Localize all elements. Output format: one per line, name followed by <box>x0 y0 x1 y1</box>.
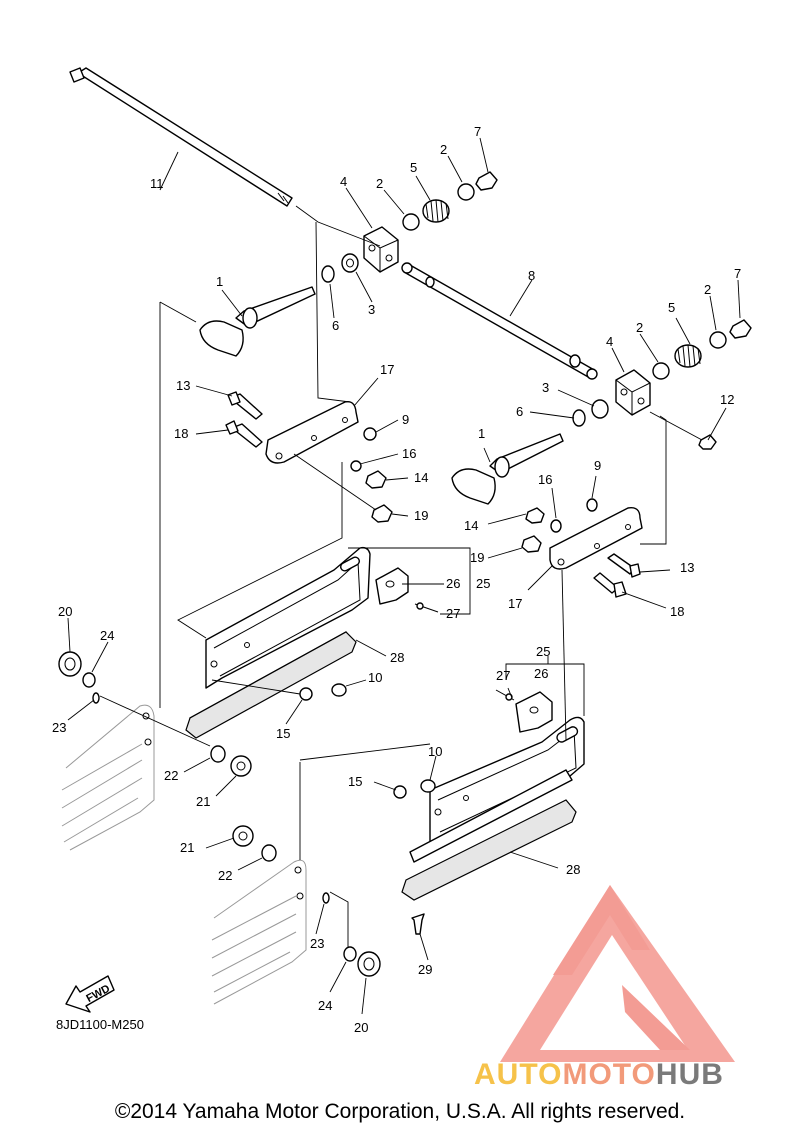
callout-1: 1 <box>478 426 485 441</box>
screw-29 <box>411 913 425 935</box>
callout-2: 2 <box>376 176 383 191</box>
rail-bracket-right <box>401 716 585 901</box>
bracket-26-right <box>495 689 553 733</box>
callout-12: 12 <box>720 392 734 407</box>
callout-7: 7 <box>734 266 741 281</box>
callout-16: 16 <box>402 446 416 461</box>
callout-6: 6 <box>332 318 339 333</box>
callout-23: 23 <box>52 720 66 735</box>
callout-27: 27 <box>446 606 460 621</box>
callout-13: 13 <box>680 560 694 575</box>
callout-28: 28 <box>566 862 580 877</box>
callout-25: 25 <box>476 576 490 591</box>
callout-4: 4 <box>606 334 613 349</box>
watermark-triangle-logo <box>500 885 735 1062</box>
watermark-auto: AUTO <box>474 1058 563 1091</box>
bolts-13-18-left <box>225 391 263 448</box>
callout-3: 3 <box>368 302 375 317</box>
bracket-26-left <box>375 567 439 613</box>
callout-18: 18 <box>174 426 188 441</box>
callout-15: 15 <box>276 726 290 741</box>
rollers-right <box>232 825 381 977</box>
callout-14: 14 <box>464 518 478 533</box>
callout-5: 5 <box>668 300 675 315</box>
callout-21: 21 <box>180 840 194 855</box>
callout-7: 7 <box>474 124 481 139</box>
watermark-brand: AUTOMOTOHUB <box>474 1058 724 1092</box>
callout-26: 26 <box>534 666 548 681</box>
spring-assembly-left <box>321 171 498 283</box>
callout-17: 17 <box>508 596 522 611</box>
watermark-hub: HUB <box>655 1058 724 1091</box>
frame-sketch-right <box>211 859 307 1005</box>
rail-bracket-left <box>185 546 371 739</box>
lever-17-right <box>549 507 643 570</box>
callout-29: 29 <box>418 962 432 977</box>
callout-27: 27 <box>496 668 510 683</box>
callout-21: 21 <box>196 794 210 809</box>
rod-8 <box>401 262 598 380</box>
callout-20: 20 <box>354 1020 368 1035</box>
callout-19: 19 <box>470 550 484 565</box>
callout-13: 13 <box>176 378 190 393</box>
small-hardware <box>350 427 598 553</box>
callout-20: 20 <box>58 604 72 619</box>
bolts-13-18-right <box>593 553 641 598</box>
frame-sketch-left <box>61 704 155 851</box>
leader-lines <box>67 137 741 1015</box>
watermark-moto: MOTO <box>562 1058 656 1091</box>
callout-numbers: 11 4 2 5 2 7 1 6 3 8 7 5 2 2 4 3 6 12 13… <box>52 124 741 1035</box>
callout-10: 10 <box>428 744 442 759</box>
callout-14: 14 <box>414 470 428 485</box>
diagram-reference-code: 8JD1100-M250 <box>56 1017 144 1032</box>
rollers-left <box>58 651 252 777</box>
callout-24: 24 <box>318 998 332 1013</box>
callout-10: 10 <box>368 670 382 685</box>
callout-15: 15 <box>348 774 362 789</box>
copyright-notice: ©2014 Yamaha Motor Corporation, U.S.A. A… <box>114 1100 686 1123</box>
callout-1: 1 <box>216 274 223 289</box>
callout-2: 2 <box>636 320 643 335</box>
callout-22: 22 <box>218 868 232 883</box>
callout-8: 8 <box>528 268 535 283</box>
fwd-arrow-icon: FWD <box>65 975 115 1013</box>
callout-9: 9 <box>594 458 601 473</box>
callout-26: 26 <box>446 576 460 591</box>
shaft-long-11 <box>69 67 293 207</box>
callout-19: 19 <box>414 508 428 523</box>
callout-18: 18 <box>670 604 684 619</box>
callout-2: 2 <box>704 282 711 297</box>
callout-11: 11 <box>150 176 164 191</box>
callout-5: 5 <box>410 160 417 175</box>
callout-22: 22 <box>164 768 178 783</box>
callout-23: 23 <box>310 936 324 951</box>
callout-24: 24 <box>100 628 114 643</box>
fwd-label: FWD <box>84 983 112 1005</box>
pivot-pin-1-right <box>451 433 564 505</box>
callout-6: 6 <box>516 404 523 419</box>
callout-17: 17 <box>380 362 394 377</box>
callout-3: 3 <box>542 380 549 395</box>
pivot-pin-1-left <box>199 286 316 357</box>
callout-28: 28 <box>390 650 404 665</box>
lever-17-left <box>265 401 359 464</box>
bushings-10-15 <box>299 683 436 799</box>
callout-9: 9 <box>402 412 409 427</box>
callout-16: 16 <box>538 472 552 487</box>
callout-2: 2 <box>440 142 447 157</box>
spring-assembly-right <box>572 319 752 450</box>
callout-4: 4 <box>340 174 347 189</box>
callout-25: 25 <box>536 644 550 659</box>
